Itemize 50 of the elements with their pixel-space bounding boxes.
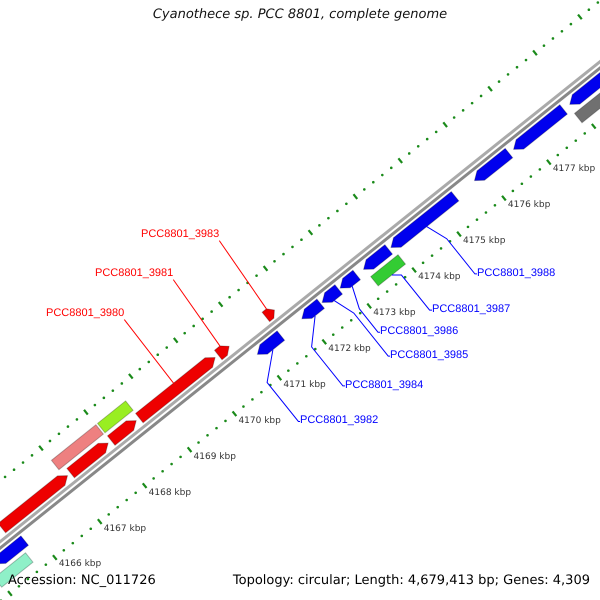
- gene-block: [106, 420, 137, 446]
- scale-label: 4170 kbp: [238, 416, 281, 426]
- gene-block: [256, 330, 286, 355]
- leader-line: [124, 319, 174, 384]
- scale-label: 4169 kbp: [194, 452, 236, 462]
- scale-label: 4171 kbp: [283, 380, 326, 390]
- gene-block: [474, 148, 514, 182]
- accession-text: Accession: NC_011726: [8, 574, 156, 589]
- leader-line: [172, 279, 220, 346]
- gene-block: [322, 284, 344, 304]
- scale-label: 4173 kbp: [373, 308, 416, 318]
- leader-line: [426, 226, 478, 274]
- scale-label: 4177 kbp: [552, 164, 596, 175]
- genome-info-text: Topology: circular; Length: 4,679,413 bp; Genes: 4,309: [232, 574, 590, 589]
- gene-block: [0, 475, 68, 534]
- scale-label: 4174 kbp: [418, 272, 460, 282]
- gene-bar: [50, 424, 104, 470]
- gene-block: [340, 270, 362, 289]
- gene-bar: [370, 254, 406, 287]
- gene-block: [66, 442, 109, 478]
- scale-label: 4176 kbp: [508, 200, 550, 210]
- gene-label: PCC8801_3988: [477, 267, 556, 280]
- leader-line: [311, 315, 346, 386]
- leader-line: [391, 274, 432, 311]
- scale-label: 4172 kbp: [328, 344, 371, 354]
- scale-label: 4175 kbp: [463, 236, 506, 246]
- gene-block: [301, 298, 326, 320]
- gene-block: [214, 345, 230, 360]
- gene-bar: [96, 400, 134, 434]
- gene-block: [261, 308, 275, 322]
- gene-block: [512, 104, 568, 150]
- scale-label: 4168 kbp: [148, 488, 192, 498]
- diagram-title: Cyanothece sp. PCC 8801, complete genome: [152, 8, 448, 23]
- scale-label: 4167 kbp: [104, 524, 146, 534]
- gene-label: PCC8801_3981: [95, 267, 174, 280]
- gene-label: PCC8801_3986: [380, 325, 458, 338]
- gene-label: PCC8801_3983: [141, 228, 220, 241]
- gene-label: PCC8801_3987: [432, 303, 510, 316]
- scale-label: 4166 kbp: [58, 559, 102, 570]
- gene-block: [134, 356, 216, 424]
- leader-line: [334, 300, 390, 357]
- gene-label: PCC8801_3985: [390, 349, 468, 362]
- leader-line: [266, 349, 300, 422]
- gene-label: PCC8801_3984: [345, 379, 424, 392]
- leader-line: [352, 286, 380, 333]
- gene-block: [390, 190, 460, 248]
- leader-line: [218, 240, 267, 310]
- gene-label: PCC8801_3980: [46, 307, 124, 320]
- gene-block: [362, 244, 394, 270]
- gene-label: PCC8801_3982: [300, 414, 378, 427]
